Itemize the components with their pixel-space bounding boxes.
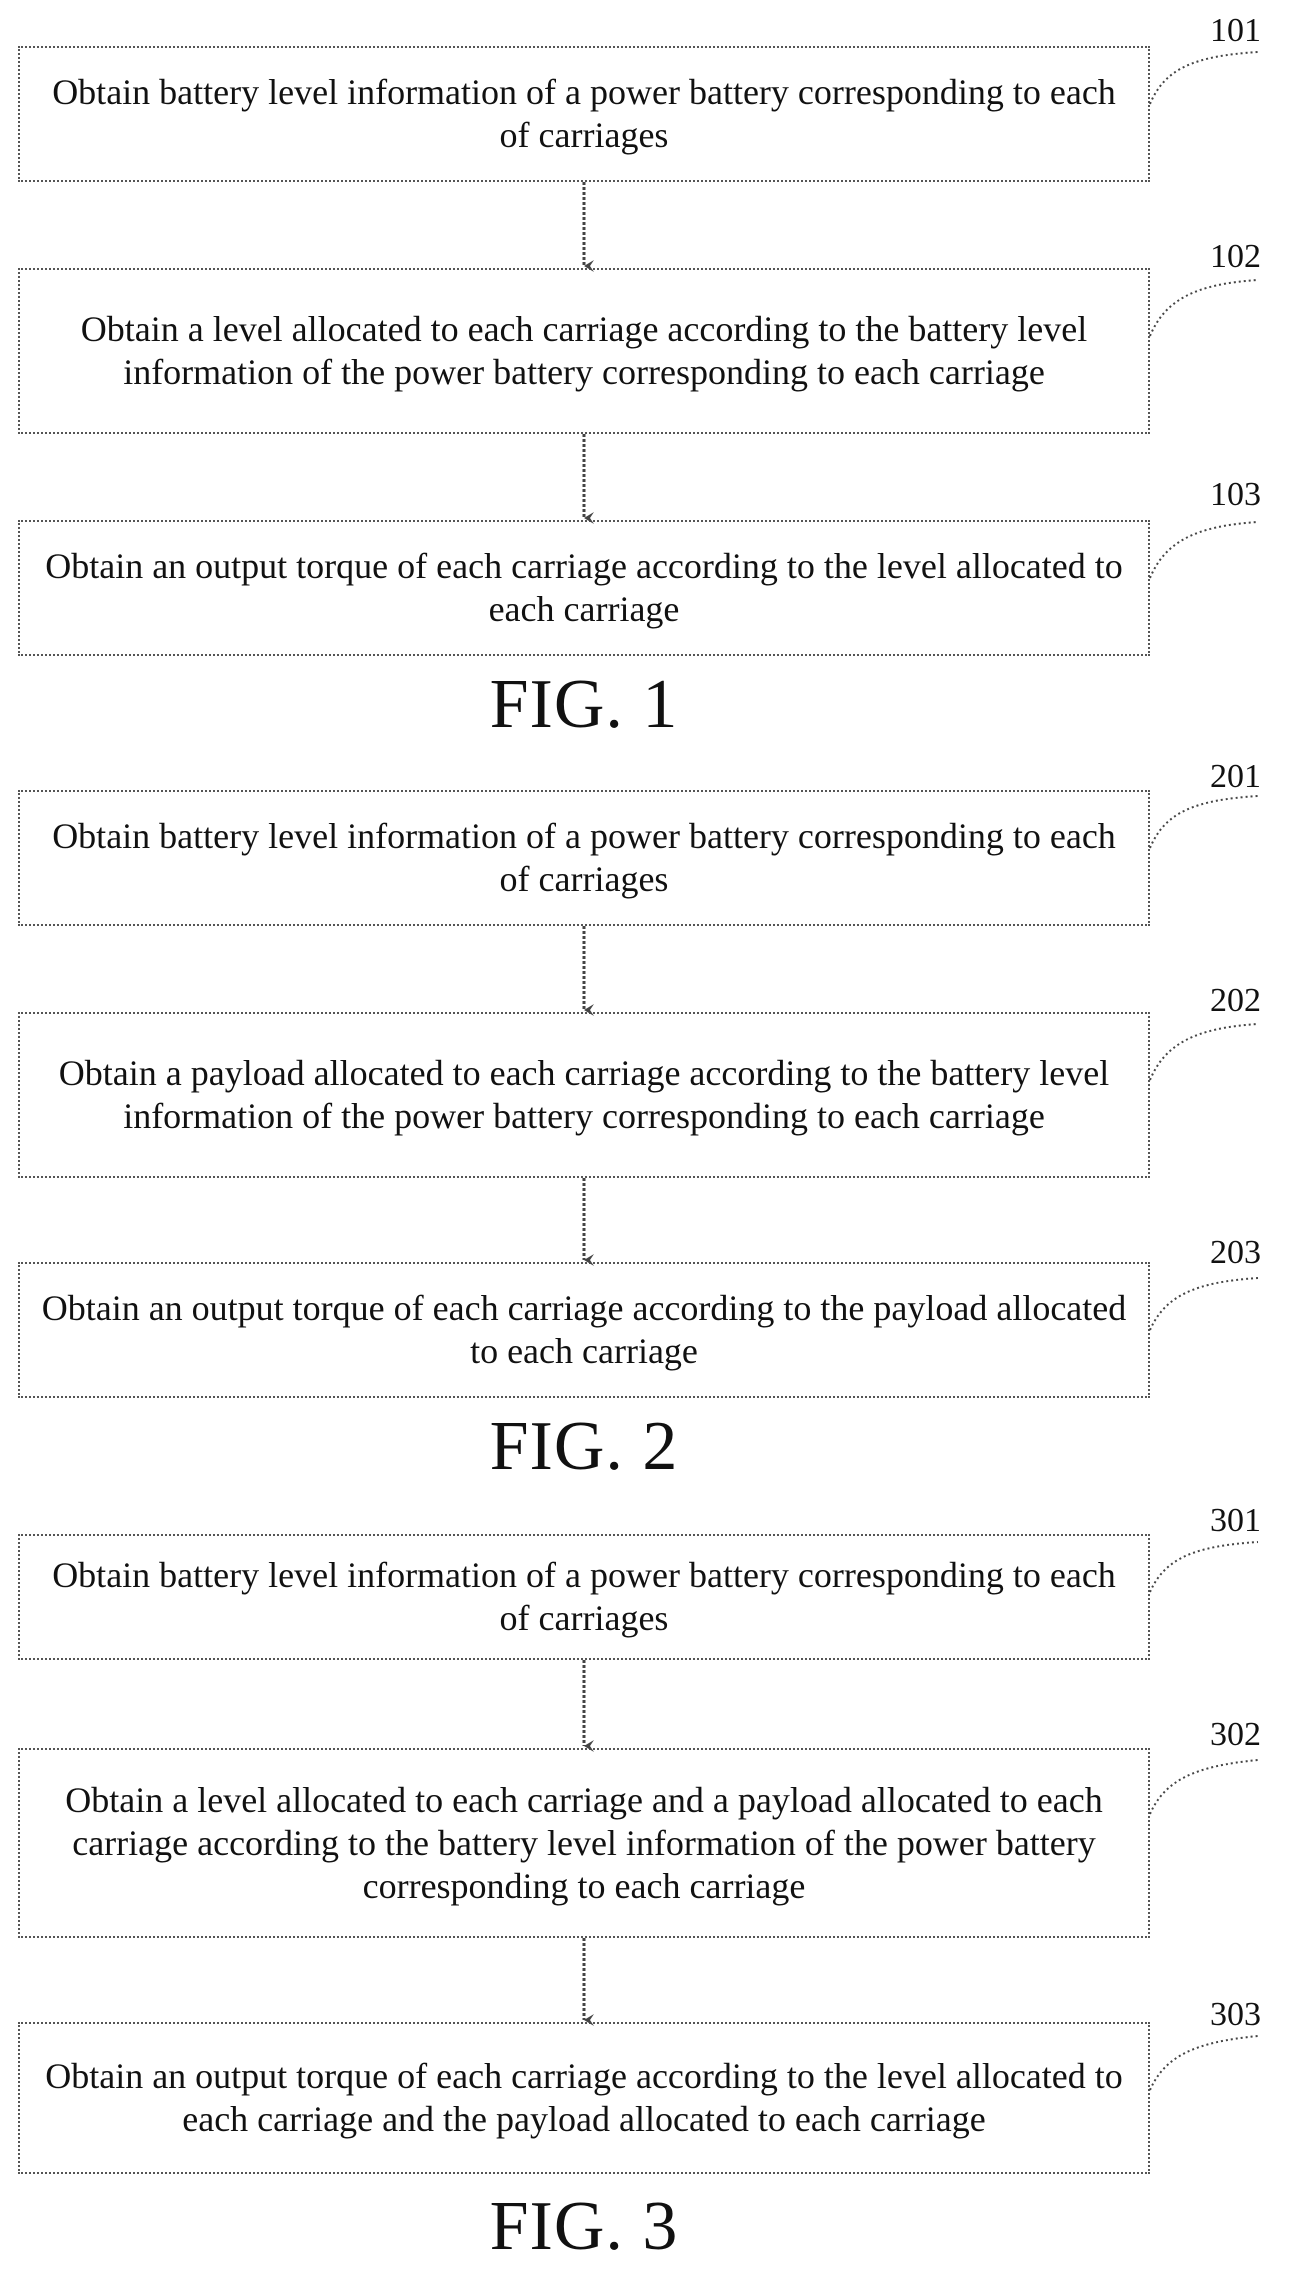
leader-line-203 — [1149, 1277, 1259, 1331]
step-box-101: Obtain battery level information of a po… — [18, 46, 1150, 182]
step-text-202: Obtain a payload allocated to each carri… — [58, 1053, 1110, 1136]
step-box-202: Obtain a payload allocated to each carri… — [18, 1012, 1150, 1178]
leader-line-303 — [1149, 2035, 1259, 2091]
step-text-101: Obtain battery level information of a po… — [52, 72, 1116, 155]
ref-label-303: 303 — [1210, 1996, 1261, 2033]
ref-label-103: 103 — [1210, 476, 1261, 513]
step-text-201: Obtain battery level information of a po… — [52, 816, 1116, 899]
step-text-102: Obtain a level allocated to each carriag… — [80, 309, 1088, 392]
ref-label-203: 203 — [1210, 1234, 1261, 1271]
ref-label-202: 202 — [1210, 982, 1261, 1019]
figure-caption-2: FIG. 2 — [489, 1408, 679, 1485]
ref-label-102: 102 — [1210, 238, 1261, 275]
step-box-201: Obtain battery level information of a po… — [18, 790, 1150, 926]
leader-line-103 — [1149, 521, 1259, 579]
leader-line-101 — [1149, 51, 1259, 105]
ref-label-101: 101 — [1210, 12, 1261, 49]
step-box-203: Obtain an output torque of each carriage… — [18, 1262, 1150, 1398]
leader-line-301 — [1149, 1541, 1259, 1593]
step-text-303: Obtain an output torque of each carriage… — [45, 2056, 1123, 2139]
step-text-203: Obtain an output torque of each carriage… — [41, 1288, 1127, 1371]
ref-label-201: 201 — [1210, 758, 1261, 795]
leader-line-102 — [1149, 279, 1259, 337]
ref-label-302: 302 — [1210, 1716, 1261, 1753]
leader-line-201 — [1149, 795, 1259, 849]
leader-line-302 — [1149, 1759, 1259, 1815]
step-box-302: Obtain a level allocated to each carriag… — [18, 1748, 1150, 1938]
step-text-301: Obtain battery level information of a po… — [52, 1555, 1116, 1638]
step-box-301: Obtain battery level information of a po… — [18, 1534, 1150, 1660]
figure-caption-3: FIG. 3 — [489, 2188, 679, 2265]
step-text-302: Obtain a level allocated to each carriag… — [65, 1779, 1103, 1906]
leader-line-202 — [1149, 1023, 1259, 1081]
step-box-102: Obtain a level allocated to each carriag… — [18, 268, 1150, 434]
step-box-103: Obtain an output torque of each carriage… — [18, 520, 1150, 656]
step-text-103: Obtain an output torque of each carriage… — [45, 546, 1123, 629]
ref-label-301: 301 — [1210, 1502, 1261, 1539]
figure-caption-1: FIG. 1 — [489, 666, 679, 743]
